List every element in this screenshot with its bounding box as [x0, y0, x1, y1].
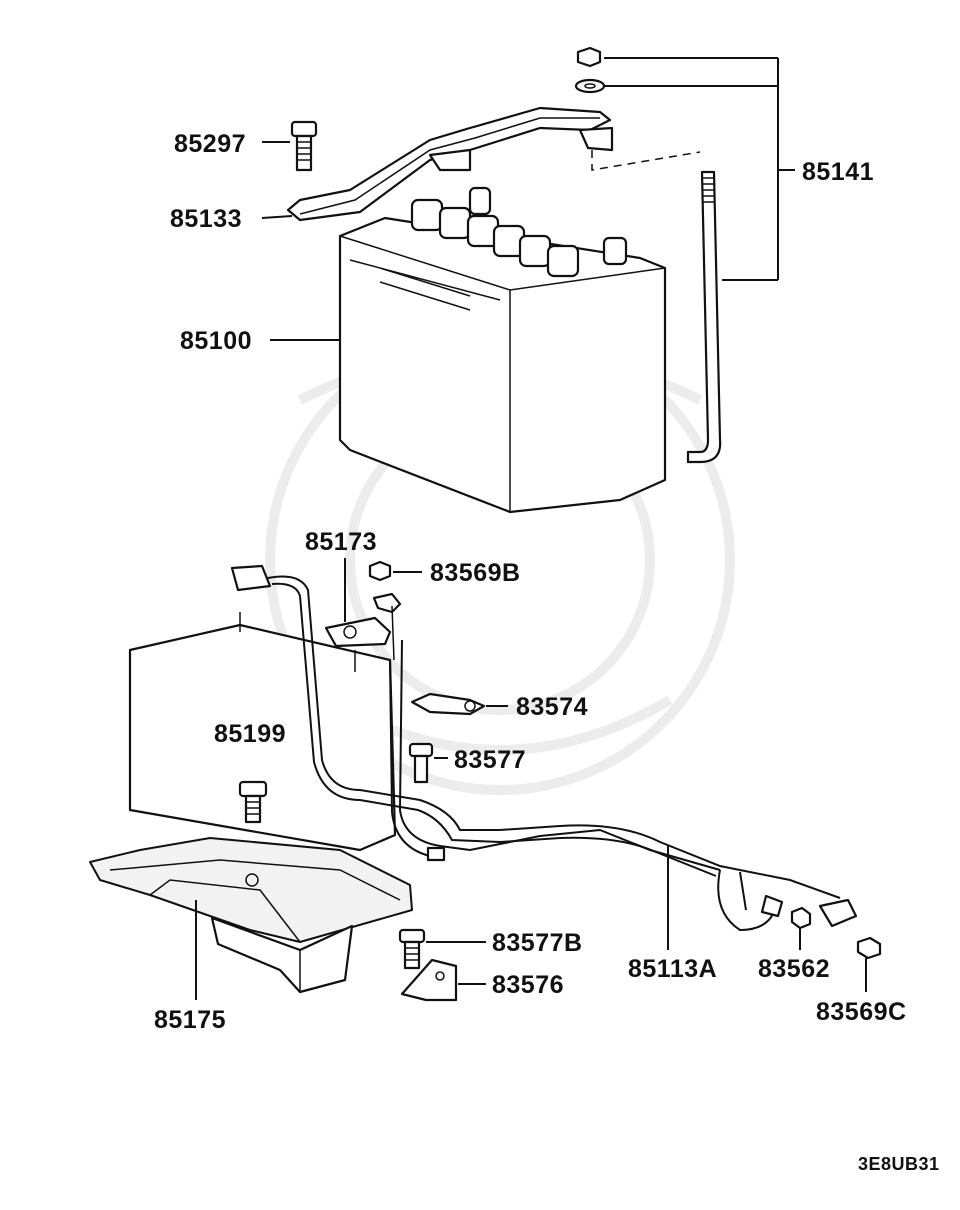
battery-side-cover: [128, 612, 397, 852]
callout-85113A: 85113A: [628, 955, 717, 983]
washer-85141: [574, 78, 606, 94]
battery-hold-down-bracket: [286, 106, 701, 222]
callout-83562: 83562: [758, 955, 830, 983]
terminal-bracket-85173: [324, 616, 392, 648]
bolt-83577: [408, 742, 434, 784]
callout-85175: 85175: [154, 1006, 226, 1034]
leader-lines: [195, 57, 867, 1000]
bracket-83576: [400, 958, 458, 1002]
diagram-code: 3E8UB31: [858, 1154, 940, 1174]
callout-83569B: 83569B: [430, 559, 521, 587]
battery-85100: [338, 186, 667, 514]
callout-83577B: 83577B: [492, 929, 583, 957]
clamp-83574: [410, 692, 486, 716]
positive-terminal-cable: [230, 564, 841, 899]
nut-83569B: [368, 560, 392, 582]
bolt-85297: [290, 120, 318, 172]
callout-85100: 85100: [180, 327, 252, 355]
harness-85113A: [389, 639, 858, 932]
callout-85199: 85199: [214, 720, 286, 748]
callout-85141: 85141: [802, 158, 874, 186]
callout-85133: 85133: [170, 205, 242, 233]
j-bolt-rod: [686, 170, 722, 464]
nut-85141: [576, 46, 602, 68]
callout-83577: 83577: [454, 746, 526, 774]
nut-83562: [790, 906, 812, 930]
callout-83576: 83576: [492, 971, 564, 999]
callout-83569C: 83569C: [816, 998, 907, 1026]
callout-83574: 83574: [516, 693, 588, 721]
nut-83569C: [856, 936, 882, 960]
terminal-clip: [372, 592, 402, 661]
battery-tray-85175: [89, 837, 413, 994]
callout-85297: 85297: [174, 130, 246, 158]
callout-85173: 85173: [305, 528, 377, 556]
callout-labels: 85297 85133 85141 85100 85173 83569B 835…: [154, 130, 907, 1034]
bolt-85199: [238, 780, 268, 824]
bolt-83577B: [398, 928, 426, 970]
